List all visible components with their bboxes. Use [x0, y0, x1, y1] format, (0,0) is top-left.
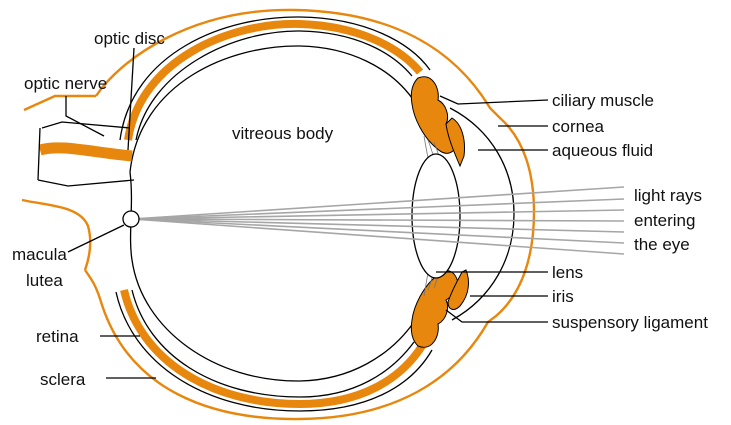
- lens: [412, 154, 460, 278]
- label-optic-nerve: optic nerve: [24, 74, 107, 93]
- label-aqueous-fluid: aqueous fluid: [552, 141, 653, 160]
- label-iris: iris: [552, 287, 574, 306]
- label-optic-disc: optic disc: [94, 29, 165, 48]
- label-vitreous-body: vitreous body: [232, 124, 334, 143]
- light-rays: [132, 187, 624, 254]
- label-light-rays-1: light rays: [634, 186, 702, 205]
- label-macula-2: lutea: [26, 271, 63, 290]
- label-cornea: cornea: [552, 117, 605, 136]
- optic-nerve-vessel: [40, 148, 132, 156]
- optic-nerve-end: [38, 128, 40, 180]
- label-macula-1: macula: [12, 245, 67, 264]
- macula-lutea: [123, 211, 139, 227]
- label-sclera: sclera: [40, 370, 86, 389]
- optic-nerve-sheath: [24, 96, 96, 110]
- label-suspensory-ligament: suspensory ligament: [552, 313, 708, 332]
- label-retina: retina: [36, 327, 79, 346]
- label-lens: lens: [552, 263, 583, 282]
- label-light-rays-2: entering: [634, 211, 695, 230]
- label-light-rays-3: the eye: [634, 235, 690, 254]
- label-ciliary-muscle: ciliary muscle: [552, 91, 654, 110]
